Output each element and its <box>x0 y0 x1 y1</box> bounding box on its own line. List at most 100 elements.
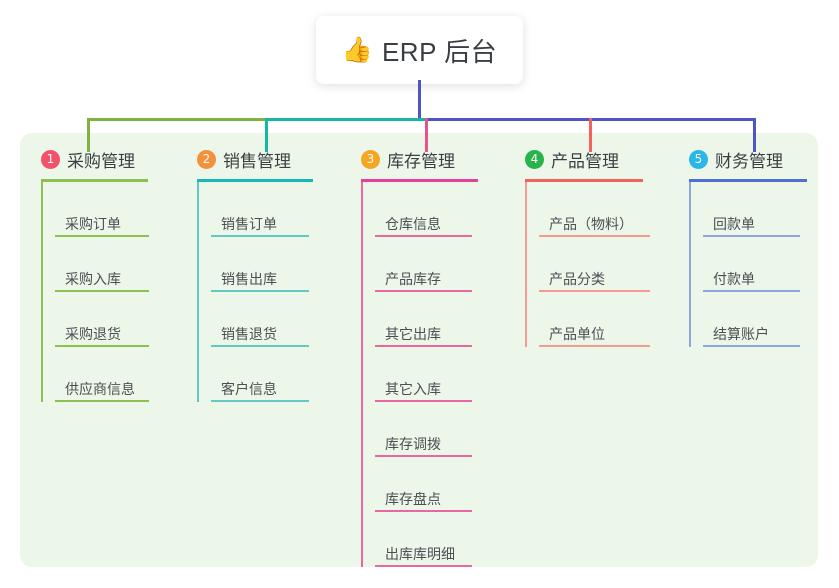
leaf-rule <box>55 345 149 347</box>
leaf-item[interactable]: 采购退货 <box>55 292 191 347</box>
leaf-label: 产品库存 <box>385 271 441 287</box>
drop-connector-1 <box>87 118 90 152</box>
root-node-erp-backend[interactable]: 👍 ERP 后台 <box>316 16 523 84</box>
leaf-rule <box>211 235 309 237</box>
leaf-item[interactable]: 产品单位 <box>539 292 685 347</box>
branch-spine-3 <box>361 182 363 567</box>
leaf-rule <box>211 290 309 292</box>
leaf-item[interactable]: 仓库信息 <box>375 182 516 237</box>
leaf-item[interactable]: 回款单 <box>703 182 839 237</box>
branch-items-3: 仓库信息 产品库存 其它出库 其它入库 库存调拨 库存盘点 <box>361 182 516 567</box>
branch-title-4: 产品管理 <box>551 151 619 171</box>
leaf-item[interactable]: 产品分类 <box>539 237 685 292</box>
branch-header-1[interactable]: 1 采购管理 <box>41 146 191 172</box>
diagram-panel <box>20 133 818 567</box>
branch-header-3[interactable]: 3 库存管理 <box>361 146 516 172</box>
branch-column-sales: 2 销售管理 销售订单 销售出库 销售退货 客户信息 <box>197 146 347 402</box>
branch-rule-5 <box>689 179 807 182</box>
branch-badge-4: 4 <box>525 149 544 169</box>
branch-column-inventory: 3 库存管理 仓库信息 产品库存 其它出库 其它入库 库存调拨 <box>361 146 516 567</box>
leaf-item[interactable]: 其它入库 <box>375 347 516 402</box>
branch-column-finance: 5 财务管理 回款单 付款单 结算账户 <box>689 146 839 347</box>
leaf-rule <box>539 235 650 237</box>
leaf-label: 供应商信息 <box>65 381 135 397</box>
leaf-rule <box>375 400 472 402</box>
leaf-item[interactable]: 结算账户 <box>703 292 839 347</box>
leaf-rule <box>703 235 800 237</box>
leaf-rule <box>375 455 472 457</box>
leaf-item[interactable]: 供应商信息 <box>55 347 191 402</box>
branch-badge-1: 1 <box>41 149 60 169</box>
branch-title-1: 采购管理 <box>67 151 135 171</box>
leaf-rule <box>539 345 650 347</box>
leaf-item[interactable]: 出库库明细 <box>375 512 516 567</box>
branch-column-product: 4 产品管理 产品（物料） 产品分类 产品单位 <box>525 146 685 347</box>
leaf-item[interactable]: 采购入库 <box>55 237 191 292</box>
leaf-item[interactable]: 其它出库 <box>375 292 516 347</box>
leaf-item[interactable]: 库存调拨 <box>375 402 516 457</box>
branch-header-4[interactable]: 4 产品管理 <box>525 146 685 172</box>
root-node-label: ERP 后台 <box>381 36 498 67</box>
branch-spine-2 <box>197 182 199 402</box>
leaf-item[interactable]: 销售出库 <box>211 237 347 292</box>
leaf-item[interactable]: 产品（物料） <box>539 182 685 237</box>
leaf-rule <box>375 510 472 512</box>
branch-items-5: 回款单 付款单 结算账户 <box>689 182 839 347</box>
leaf-label: 销售退货 <box>221 326 277 342</box>
branch-spine-1 <box>41 182 43 402</box>
leaf-rule <box>55 400 149 402</box>
leaf-rule <box>375 345 472 347</box>
leaf-item[interactable]: 销售订单 <box>211 182 347 237</box>
leaf-label: 库存盘点 <box>385 491 441 507</box>
branch-items-4: 产品（物料） 产品分类 产品单位 <box>525 182 685 347</box>
branch-items-1: 采购订单 采购入库 采购退货 供应商信息 <box>41 182 191 402</box>
leaf-item[interactable]: 销售退货 <box>211 292 347 347</box>
branch-title-5: 财务管理 <box>715 151 783 171</box>
branch-spine-4 <box>525 182 527 347</box>
drop-connector-4 <box>589 118 592 152</box>
branch-badge-3: 3 <box>361 149 380 169</box>
leaf-label: 回款单 <box>713 216 755 232</box>
branch-badge-5: 5 <box>689 149 708 169</box>
leaf-rule <box>375 565 472 567</box>
leaf-label: 客户信息 <box>221 381 277 397</box>
leaf-label: 结算账户 <box>713 326 769 342</box>
branch-items-2: 销售订单 销售出库 销售退货 客户信息 <box>197 182 347 402</box>
leaf-label: 采购订单 <box>65 216 121 232</box>
leaf-rule <box>703 345 800 347</box>
leaf-rule <box>211 345 309 347</box>
branch-rule-3 <box>361 179 478 182</box>
bus-segment-green <box>87 118 268 121</box>
leaf-rule <box>55 290 149 292</box>
leaf-item[interactable]: 采购订单 <box>55 182 191 237</box>
leaf-label: 仓库信息 <box>385 216 441 232</box>
leaf-label: 产品单位 <box>549 326 605 342</box>
leaf-rule <box>375 235 472 237</box>
branch-title-3: 库存管理 <box>387 151 455 171</box>
branch-badge-2: 2 <box>197 149 216 169</box>
leaf-label: 产品分类 <box>549 271 605 287</box>
branch-rule-2 <box>197 179 313 182</box>
branch-header-2[interactable]: 2 销售管理 <box>197 146 347 172</box>
leaf-item[interactable]: 产品库存 <box>375 237 516 292</box>
leaf-item[interactable]: 客户信息 <box>211 347 347 402</box>
branch-title-2: 销售管理 <box>223 151 291 171</box>
leaf-label: 采购入库 <box>65 271 121 287</box>
leaf-rule <box>211 400 309 402</box>
leaf-item[interactable]: 库存盘点 <box>375 457 516 512</box>
leaf-rule <box>703 290 800 292</box>
leaf-label: 销售订单 <box>221 216 277 232</box>
root-stem-connector <box>418 80 421 120</box>
leaf-label: 其它入库 <box>385 381 441 397</box>
leaf-label: 付款单 <box>713 271 755 287</box>
branch-rule-1 <box>41 179 148 182</box>
leaf-label: 其它出库 <box>385 326 441 342</box>
branch-header-5[interactable]: 5 财务管理 <box>689 146 839 172</box>
leaf-item[interactable]: 付款单 <box>703 237 839 292</box>
branch-column-purchasing: 1 采购管理 采购订单 采购入库 采购退货 供应商信息 <box>41 146 191 402</box>
leaf-rule <box>539 290 650 292</box>
leaf-label: 采购退货 <box>65 326 121 342</box>
leaf-rule <box>55 235 149 237</box>
leaf-label: 出库库明细 <box>385 546 455 562</box>
